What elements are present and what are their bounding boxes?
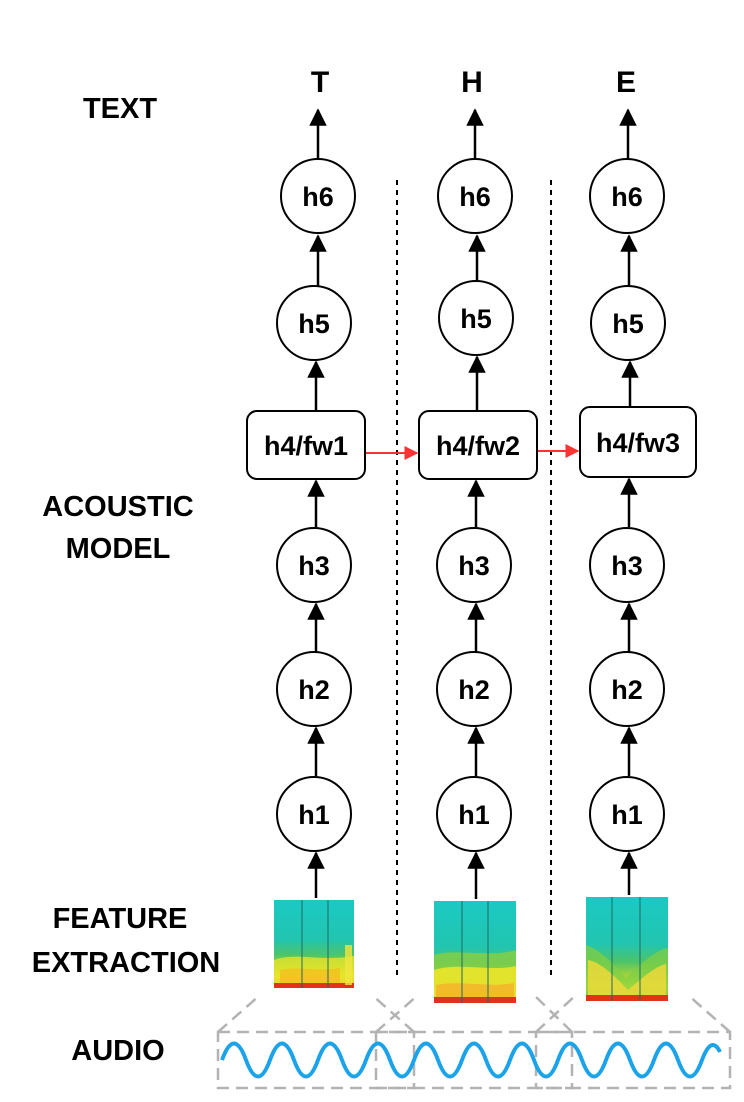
node-h2 xyxy=(276,651,352,727)
audio-waveform xyxy=(220,1041,722,1079)
node-h5 xyxy=(590,285,666,361)
node-h5 xyxy=(276,285,352,361)
window-link xyxy=(687,994,731,1033)
spectrogram xyxy=(434,901,516,1003)
node-h1 xyxy=(276,776,352,852)
node-label: h1 xyxy=(458,800,490,830)
node-label: h6 xyxy=(611,182,643,212)
text-stage-label: TEXT xyxy=(83,93,157,125)
node-label: h3 xyxy=(298,551,330,581)
node-h6 xyxy=(437,158,513,234)
node-h4-fw xyxy=(579,406,697,478)
spectrogram xyxy=(274,900,354,988)
node-label: h4/fw1 xyxy=(264,431,348,461)
node-h4-fw xyxy=(418,410,538,480)
column-1: T h6 h5 h4/fw1 h3 h2 h1 xyxy=(246,66,366,988)
node-h2 xyxy=(589,651,665,727)
feature-stage-label-line2: EXTRACTION xyxy=(32,947,221,979)
node-label: h2 xyxy=(611,675,643,705)
column-3: E h6 h5 h4/fw3 h3 h2 h1 xyxy=(579,66,697,1001)
node-label: h4/fw2 xyxy=(436,431,520,461)
window-link xyxy=(375,994,419,1033)
output-char: T xyxy=(311,66,329,99)
output-char: E xyxy=(616,66,636,99)
feature-stage-label-line1: FEATURE xyxy=(53,903,188,935)
node-label: h3 xyxy=(458,551,490,581)
node-label: h4/fw3 xyxy=(596,428,680,458)
node-h6 xyxy=(280,158,356,234)
node-h3 xyxy=(276,527,352,603)
node-h1 xyxy=(589,776,665,852)
node-h1 xyxy=(436,776,512,852)
node-label: h5 xyxy=(612,309,644,339)
node-label: h1 xyxy=(298,800,330,830)
node-label: h1 xyxy=(611,800,643,830)
acoustic-stage-label-line1: ACOUSTIC xyxy=(42,491,194,523)
node-label: h6 xyxy=(459,182,491,212)
node-label: h2 xyxy=(298,675,330,705)
node-label: h5 xyxy=(298,309,330,339)
window-link xyxy=(535,994,577,1033)
window-link xyxy=(371,994,415,1033)
audio-window-1 xyxy=(216,1030,416,1090)
spectrogram xyxy=(586,897,668,1001)
node-label: h2 xyxy=(458,675,490,705)
node-h4-fw xyxy=(246,410,366,480)
window-link xyxy=(217,994,261,1033)
window-link xyxy=(533,994,573,1033)
acoustic-stage-label-line2: MODEL xyxy=(66,533,171,565)
node-label: h5 xyxy=(460,304,492,334)
node-h5 xyxy=(438,280,514,356)
audio-window-2 xyxy=(374,1030,574,1090)
node-h3 xyxy=(589,527,665,603)
node-label: h3 xyxy=(611,551,643,581)
node-h3 xyxy=(436,527,512,603)
audio-stage-label: AUDIO xyxy=(71,1035,164,1067)
node-label: h6 xyxy=(302,182,334,212)
audio-windows xyxy=(216,994,732,1090)
audio-window-3 xyxy=(534,1030,732,1090)
node-h6 xyxy=(589,158,665,234)
column-2: H h6 h5 h4/fw2 h3 h2 h1 xyxy=(418,66,538,1003)
output-char: H xyxy=(461,66,483,99)
node-h2 xyxy=(436,651,512,727)
